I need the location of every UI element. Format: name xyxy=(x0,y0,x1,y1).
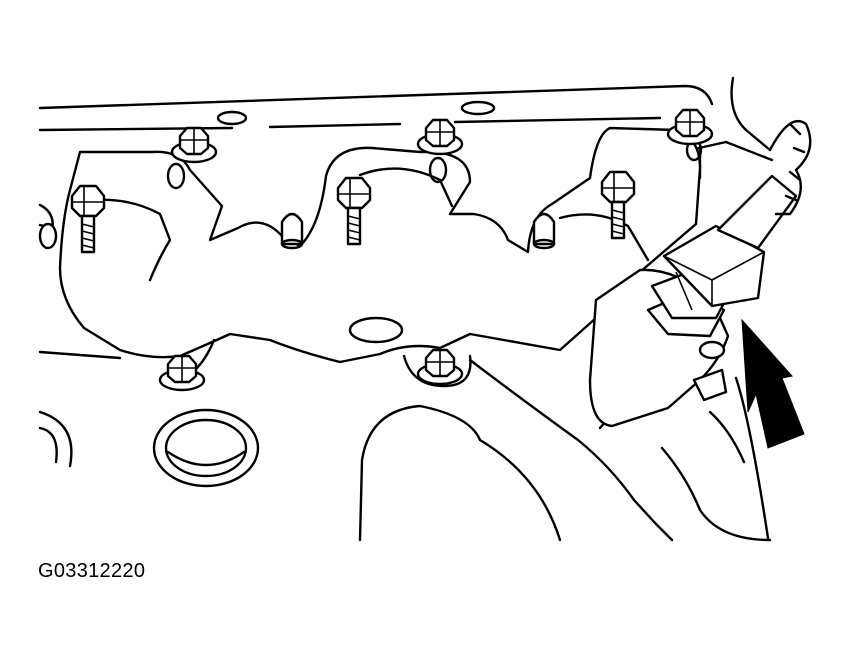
dowel-pins xyxy=(38,212,556,250)
figure-id-label: G03312220 xyxy=(38,560,146,582)
oxygen-sensor xyxy=(588,119,812,428)
port-gasket-ring xyxy=(152,408,260,488)
arrow-icon xyxy=(741,318,805,449)
engine-block-lower xyxy=(38,350,772,542)
